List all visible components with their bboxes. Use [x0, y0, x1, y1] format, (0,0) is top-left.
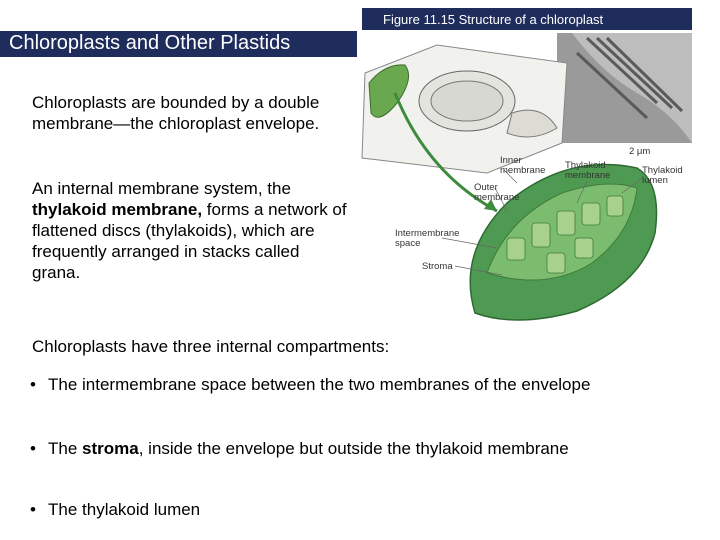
bullet-stroma-suffix: , inside the envelope but outside the th…	[138, 439, 569, 458]
paragraph-thylakoid-text-1: An internal membrane system, the	[32, 179, 291, 198]
bullet-text-stroma: The stroma, inside the envelope but outs…	[30, 438, 630, 459]
grana	[506, 195, 624, 274]
slide-title: Chloroplasts and Other Plastids	[9, 32, 291, 54]
label-stroma: Stroma	[422, 261, 453, 272]
caption-bar	[362, 8, 692, 30]
list-item: • The stroma, inside the envelope but ou…	[30, 438, 630, 459]
bullet-text-lumen: The thylakoid lumen	[48, 500, 201, 519]
bullet-stroma-prefix: The	[48, 439, 83, 458]
label-scale: 2 μm	[629, 146, 651, 157]
label-outer-membrane: Outer membrane	[474, 182, 520, 203]
chloroplast-figure: Inner membrane Thylakoid membrane 2 μm T…	[357, 33, 692, 323]
bullet-icon: •	[30, 439, 36, 458]
bullet-icon: •	[30, 500, 36, 519]
label-intermembrane-space: Intermembrane space	[395, 228, 460, 249]
label-thylakoid-membrane: Thylakoid membrane	[565, 160, 611, 181]
paragraph-envelope-text: Chloroplasts are bounded by a double mem…	[32, 93, 320, 133]
title-bar: Chloroplasts and Other Plastids	[0, 31, 357, 57]
label-inner-membrane: Inner membrane	[500, 155, 546, 176]
list-item: • The intermembrane space between the tw…	[30, 374, 630, 395]
paragraph-envelope: Chloroplasts are bounded by a double mem…	[32, 92, 342, 134]
list-item: • The thylakoid lumen	[30, 499, 630, 520]
bullet-icon: •	[30, 375, 36, 394]
bullet-text-intermembrane: The intermembrane space between the two …	[48, 375, 591, 394]
term-stroma: stroma	[82, 439, 139, 458]
label-thylakoid-lumen: Thylakoid lumen	[642, 165, 683, 186]
paragraph-compartments: Chloroplasts have three internal compart…	[32, 336, 672, 357]
paragraph-thylakoid: An internal membrane system, the thylako…	[32, 178, 352, 283]
figure-caption: Figure 11.15 Structure of a chloroplast	[383, 12, 604, 27]
paragraph-compartments-text: Chloroplasts have three internal compart…	[32, 337, 390, 356]
chloroplast-illustration	[361, 33, 692, 321]
paragraph-thylakoid-text-2: forms a network of flattened discs (thyl…	[32, 200, 347, 282]
small-chloroplast	[368, 64, 410, 118]
zoom-arrow	[393, 92, 498, 213]
term-thylakoid-membrane: thylakoid membrane,	[32, 200, 203, 219]
